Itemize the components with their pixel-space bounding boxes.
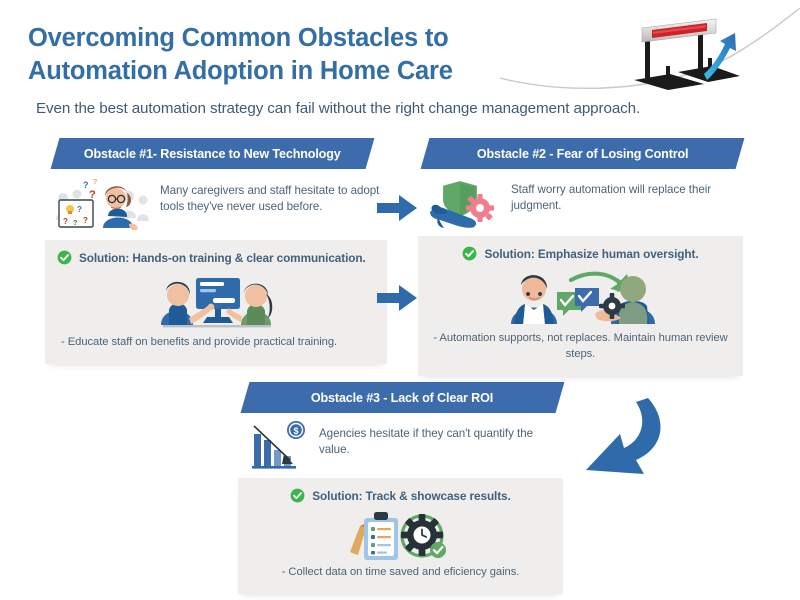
obstacle-3-label: Obstacle #3 - Lack of Clear ROI	[311, 390, 494, 405]
obstacle-1-solution-label: Solution: Hands-on training & clear comm…	[79, 250, 366, 265]
obstacle-1-problem-text: Many caregivers and staff hesitate to ad…	[160, 184, 380, 214]
obstacle-2-problem-text: Staff worry automation will replace thei…	[511, 183, 712, 213]
obstacle-3-solution-art	[250, 508, 551, 562]
obstacle-1-solution-art	[57, 270, 375, 332]
obstacle-1-column: ? ? ? ? ? ? ?	[45, 172, 387, 365]
obstacle-2-problem: Staff worry automation will replace thei…	[418, 172, 743, 236]
two-people-approval-gear-handoff-icon	[510, 271, 655, 324]
two-people-at-computer-training-icon	[161, 278, 273, 328]
check-circle-icon	[290, 488, 305, 503]
svg-text:?: ?	[77, 205, 82, 214]
obstacle-1-solution-heading: Solution: Hands-on training & clear comm…	[57, 250, 375, 265]
hand-holding-shield-and-gear-icon	[430, 178, 494, 228]
obstacle-2-header-bar: Obstacle #2 - Fear of Losing Control	[420, 138, 745, 169]
confused-caregiver-whiteboard-icon: ? ? ? ? ? ? ?	[56, 179, 149, 231]
arrow-right-icon	[377, 285, 417, 311]
svg-text:$: $	[293, 426, 298, 436]
obstacle-3-column: $ Agencies hesitate if they can't quanti…	[238, 416, 563, 595]
obstacle-1-solution-panel: Solution: Hands-on training & clear comm…	[45, 240, 387, 365]
page-subtitle: Even the best automation strategy can fa…	[36, 100, 641, 117]
obstacle-2-solution-label: Solution: Emphasize human oversight.	[484, 246, 699, 261]
svg-text:?: ?	[89, 189, 96, 201]
obstacle-2-label: Obstacle #2 - Fear of Losing Control	[476, 146, 689, 161]
clipboard-checklist-with-clock-gear-icon	[349, 512, 446, 560]
page-title: Overcoming Common Obstacles to Automatio…	[28, 24, 453, 86]
arrow-right-icon	[377, 195, 417, 221]
svg-text:?: ?	[73, 220, 77, 227]
svg-text:?: ?	[83, 180, 89, 190]
obstacle-3-problem-text: Agencies hesitate if they can't quantify…	[319, 427, 533, 457]
obstacle-3-solution-note: - Collect data on time saved and eficien…	[281, 566, 520, 578]
obstacle-2-column: Staff worry automation will replace thei…	[418, 172, 743, 377]
hurdle-with-jumping-arrow-icon	[634, 18, 740, 90]
declining-bar-chart-dollar-icon: $	[252, 421, 305, 469]
svg-text:?: ?	[83, 216, 88, 225]
obstacle-1-label: Obstacle #1- Resistance to New Technolog…	[84, 146, 341, 161]
obstacle-3-solution-heading: Solution: Track & showcase results.	[250, 488, 551, 503]
svg-text:?: ?	[93, 179, 97, 186]
obstacle-2-solution-art	[430, 266, 731, 328]
obstacle-1-solution-note: - Educate staff on benefits and provide …	[61, 336, 338, 348]
obstacle-1-problem: ? ? ? ? ? ? ?	[45, 172, 387, 240]
obstacle-1-header-bar: Obstacle #1- Resistance to New Technolog…	[50, 138, 375, 169]
curved-arrow-down-left-icon	[586, 398, 661, 474]
check-circle-icon	[463, 246, 477, 261]
obstacle-3-header-bar: Obstacle #3 - Lack of Clear ROI	[240, 382, 565, 413]
obstacle-3-solution-label: Solution: Track & showcase results.	[312, 488, 511, 503]
obstacle-3-problem: $ Agencies hesitate if they can't quanti…	[238, 416, 563, 478]
obstacle-2-solution-heading: Solution: Emphasize human oversight.	[430, 246, 731, 261]
obstacle-2-solution-panel: Solution: Emphasize human oversight.	[418, 236, 743, 377]
obstacle-2-solution-note: - Automation supports, not replaces. Mai…	[433, 332, 728, 361]
svg-text:?: ?	[63, 217, 68, 226]
obstacle-3-solution-panel: Solution: Track & showcase results.	[238, 478, 563, 595]
check-circle-icon	[57, 250, 72, 265]
